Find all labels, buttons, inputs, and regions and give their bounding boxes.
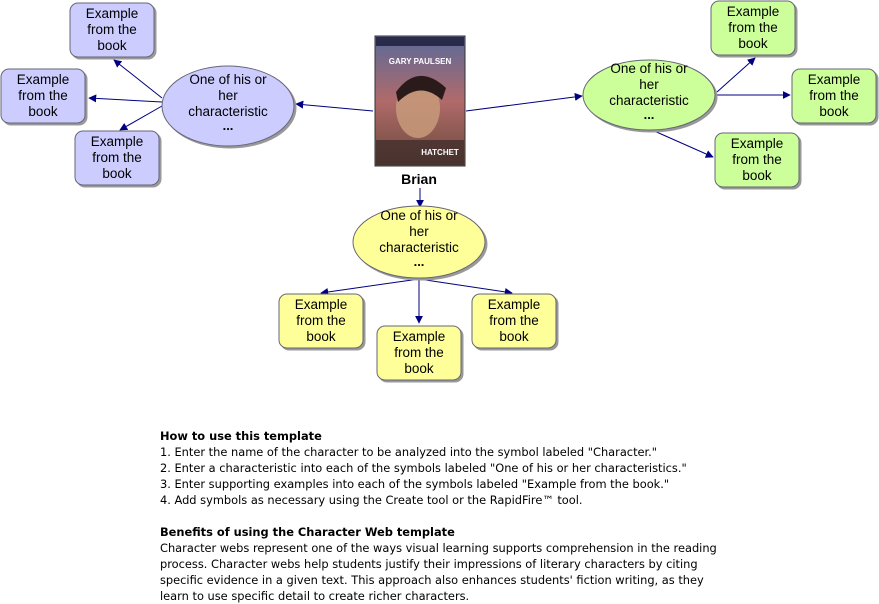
example-shape bbox=[0, 68, 86, 124]
cover-author: GARY PAULSEN bbox=[389, 57, 452, 66]
example-shape bbox=[278, 293, 364, 349]
connector-arrow bbox=[88, 94, 163, 103]
connector-arrows bbox=[88, 57, 791, 324]
characteristic-label-line: One of his or bbox=[610, 61, 688, 76]
example-shape bbox=[791, 68, 877, 124]
connector-arrow bbox=[113, 59, 163, 99]
cover-title: HATCHET bbox=[421, 148, 459, 157]
example-label-line: from the bbox=[809, 88, 859, 103]
example-label-line: Example bbox=[393, 329, 446, 344]
connector-arrow bbox=[295, 100, 374, 112]
example-label-line: book bbox=[738, 36, 768, 51]
example-shape bbox=[714, 132, 800, 188]
characteristic-ellipsis: ... bbox=[644, 107, 655, 122]
benefits-line: learn to use specific detail to create r… bbox=[160, 589, 470, 603]
example-label-line: book bbox=[102, 166, 132, 181]
characteristic-label-line: her bbox=[218, 88, 238, 103]
characteristic-label-line: characteristic bbox=[609, 93, 689, 108]
cover-hair bbox=[396, 75, 446, 102]
characteristic-label-line: her bbox=[409, 224, 429, 239]
connector-arrow bbox=[465, 92, 583, 112]
characteristic-ellipsis: ... bbox=[223, 118, 234, 133]
characteristic-node-bottom[interactable]: One of his orhercharacteristic... bbox=[352, 205, 486, 279]
example-label-line: Example bbox=[295, 297, 348, 312]
connector-arrow bbox=[716, 57, 756, 93]
example-label-line: from the bbox=[489, 313, 539, 328]
example-label-line: Example bbox=[731, 136, 784, 151]
benefits-line: specific evidence in a given text. This … bbox=[160, 573, 704, 587]
example-label-line: book bbox=[742, 168, 772, 183]
example-label-line: book bbox=[28, 104, 58, 119]
characteristic-node-left[interactable]: One of his orhercharacteristic... bbox=[161, 65, 295, 147]
example-label-line: book bbox=[499, 329, 529, 344]
characteristic-ellipsis: ... bbox=[414, 254, 425, 269]
connector-arrow bbox=[119, 105, 163, 131]
example-label-line: from the bbox=[87, 22, 137, 37]
example-label-line: from the bbox=[732, 152, 782, 167]
characteristic-shape bbox=[161, 65, 295, 147]
example-label-line: Example bbox=[488, 297, 541, 312]
instructions-panel: How to use this template 1. Enter the na… bbox=[160, 428, 860, 604]
characteristic-label-line: characteristic bbox=[188, 104, 268, 119]
benefits-title: Benefits of using the Character Web temp… bbox=[160, 525, 455, 539]
character-node[interactable]: GARY PAULSEN HATCHET Brian bbox=[374, 35, 466, 187]
characteristic-label-line: One of his or bbox=[189, 72, 267, 87]
example-label-line: from the bbox=[394, 345, 444, 360]
how-to-step: 3. Enter supporting examples into each o… bbox=[160, 477, 670, 491]
example-label-line: Example bbox=[727, 4, 780, 19]
example-label-line: from the bbox=[728, 20, 778, 35]
example-label-line: Example bbox=[17, 72, 70, 87]
spacer bbox=[160, 508, 860, 524]
example-label-line: Example bbox=[808, 72, 861, 87]
example-shape bbox=[710, 0, 796, 56]
example-shape bbox=[471, 293, 557, 349]
connector-arrow bbox=[418, 278, 513, 296]
connector-arrow bbox=[651, 129, 714, 158]
connector-arrow bbox=[320, 278, 420, 296]
example-label-line: Example bbox=[91, 134, 144, 149]
example-shape bbox=[376, 325, 462, 381]
cover-banner bbox=[376, 37, 464, 46]
example-label-line: book bbox=[97, 38, 127, 53]
characteristic-shape bbox=[352, 205, 486, 279]
benefits-line: Character webs represent one of the ways… bbox=[160, 541, 717, 555]
how-to-step: 4. Add symbols as necessary using the Cr… bbox=[160, 493, 583, 507]
benefits-line: process. Character webs help students ju… bbox=[160, 557, 698, 571]
example-shape bbox=[74, 130, 160, 186]
how-to-step: 1. Enter the name of the character to be… bbox=[160, 445, 658, 459]
example-label-line: Example bbox=[86, 6, 139, 21]
characteristic-label-line: characteristic bbox=[379, 240, 459, 255]
example-label-line: book bbox=[404, 361, 434, 376]
cover-bottom bbox=[376, 140, 464, 165]
example-shape bbox=[69, 2, 155, 58]
characteristic-label-line: One of his or bbox=[380, 208, 458, 223]
example-label-line: from the bbox=[296, 313, 346, 328]
example-label-line: from the bbox=[18, 88, 68, 103]
character-label: Brian bbox=[401, 171, 437, 187]
characteristic-shape bbox=[582, 59, 716, 131]
how-to-title: How to use this template bbox=[160, 429, 322, 443]
example-label-line: book bbox=[306, 329, 336, 344]
characteristic-label-line: her bbox=[639, 77, 659, 92]
characteristic-node-right[interactable]: One of his orhercharacteristic... bbox=[582, 59, 716, 131]
example-label-line: book bbox=[819, 104, 849, 119]
how-to-step: 2. Enter a characteristic into each of t… bbox=[160, 461, 687, 475]
example-label-line: from the bbox=[92, 150, 142, 165]
